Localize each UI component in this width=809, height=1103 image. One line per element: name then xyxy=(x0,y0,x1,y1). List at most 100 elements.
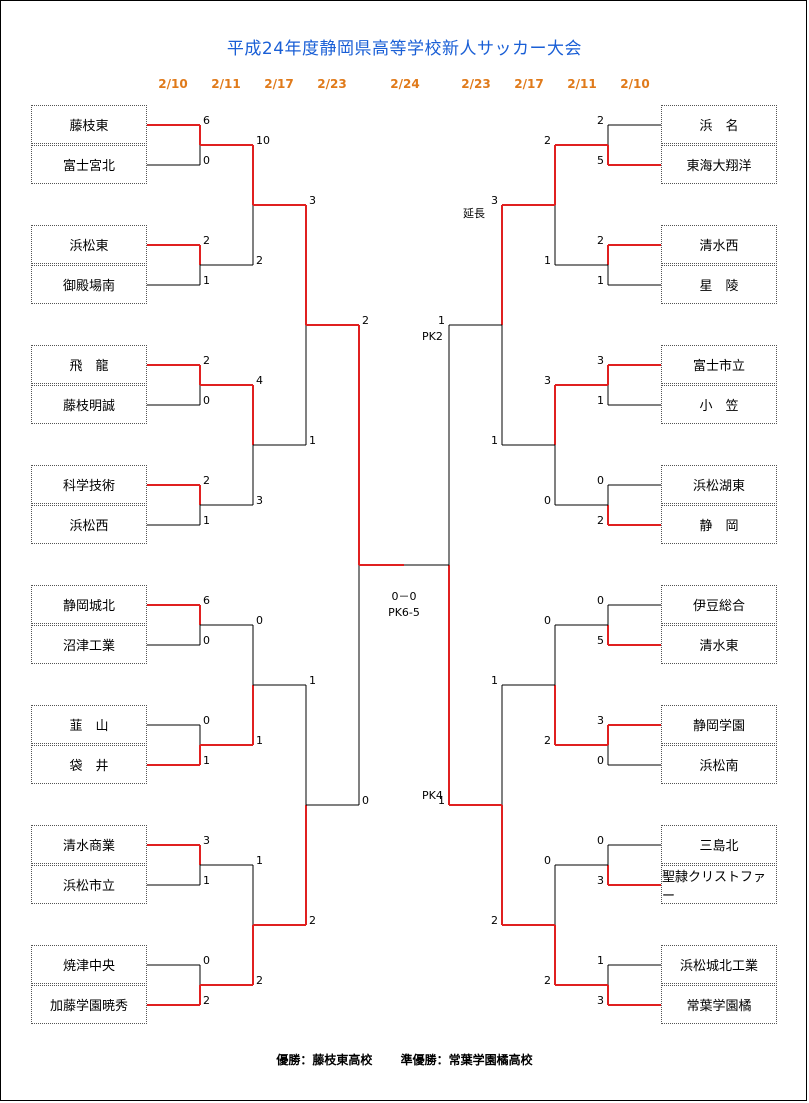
team-box: 清水西 xyxy=(661,225,777,264)
pk-top-note: PK2 xyxy=(422,330,443,343)
match-score: 1 xyxy=(309,434,316,447)
match-score: 0 xyxy=(597,594,604,607)
round-date: 2/17 xyxy=(514,77,544,91)
extra-time-note: 延長 xyxy=(463,207,485,220)
team-box: 静 岡 xyxy=(661,505,777,544)
match-score: 2 xyxy=(597,234,604,247)
team-box: 静岡城北 xyxy=(31,585,147,624)
match-score: 0 xyxy=(597,754,604,767)
match-score: 2 xyxy=(203,354,210,367)
match-score: 3 xyxy=(203,834,210,847)
team-box: 科学技術 xyxy=(31,465,147,504)
page-title: 平成24年度静岡県高等学校新人サッカー大会 xyxy=(226,39,583,59)
team-box: 御殿場南 xyxy=(31,265,147,304)
round-date: 2/24 xyxy=(390,77,420,91)
round-date: 2/11 xyxy=(567,77,597,91)
match-score: 0 xyxy=(597,834,604,847)
match-score: 1 xyxy=(491,674,498,687)
match-score: 3 xyxy=(544,374,551,387)
match-score: 0 xyxy=(544,614,551,627)
match-score: 1 xyxy=(597,274,604,287)
team-box: 星 陵 xyxy=(661,265,777,304)
match-score: 1 xyxy=(203,274,210,287)
match-score: 3 xyxy=(597,354,604,367)
match-score: 0 xyxy=(256,614,263,627)
team-box: 小 笠 xyxy=(661,385,777,424)
match-score: 5 xyxy=(597,634,604,647)
match-score: 5 xyxy=(597,154,604,167)
match-score: 6 xyxy=(203,114,210,127)
team-box: 清水商業 xyxy=(31,825,147,864)
match-score: 3 xyxy=(597,874,604,887)
round-date: 2/23 xyxy=(317,77,347,91)
team-box: 藤枝東 xyxy=(31,105,147,144)
team-box: 伊豆総合 xyxy=(661,585,777,624)
round-date: 2/17 xyxy=(264,77,294,91)
final-score: 0－0 xyxy=(391,590,417,603)
match-score: 2 xyxy=(203,234,210,247)
round-date: 2/23 xyxy=(461,77,491,91)
match-score: 1 xyxy=(203,514,210,527)
match-score: 1 xyxy=(597,954,604,967)
match-score: 0 xyxy=(203,154,210,167)
match-score: 2 xyxy=(362,314,369,327)
team-box: 富士宮北 xyxy=(31,145,147,184)
match-score: 2 xyxy=(544,734,551,747)
team-box: 浜松東 xyxy=(31,225,147,264)
match-score: 0 xyxy=(544,854,551,867)
match-score: 1 xyxy=(256,854,263,867)
match-score: 2 xyxy=(597,514,604,527)
match-score: 0 xyxy=(362,794,369,807)
team-box: 浜松湖東 xyxy=(661,465,777,504)
match-score: 0 xyxy=(203,634,210,647)
team-box: 浜松城北工業 xyxy=(661,945,777,984)
match-score: 0 xyxy=(203,954,210,967)
team-box: 藤枝明誠 xyxy=(31,385,147,424)
match-score: 2 xyxy=(309,914,316,927)
team-box: 常葉学園橘 xyxy=(661,985,777,1024)
team-box: 沼津工業 xyxy=(31,625,147,664)
team-box: 聖隷クリストファー xyxy=(661,865,777,904)
winner-text: 優勝：藤枝東高校 xyxy=(276,1053,373,1067)
match-score: 2 xyxy=(203,994,210,1007)
match-score: 2 xyxy=(256,254,263,267)
team-box: 富士市立 xyxy=(661,345,777,384)
round-date: 2/11 xyxy=(211,77,241,91)
match-score: 4 xyxy=(256,374,263,387)
round-date: 2/10 xyxy=(620,77,650,91)
match-score: 0 xyxy=(544,494,551,507)
team-box: 清水東 xyxy=(661,625,777,664)
match-score: 1 xyxy=(309,674,316,687)
match-score: 2 xyxy=(491,914,498,927)
match-score: 2 xyxy=(256,974,263,987)
match-score: 2 xyxy=(544,134,551,147)
result-footer: 優勝：藤枝東高校 準優勝：常葉学園橘高校 xyxy=(0,1051,809,1068)
match-score: 1 xyxy=(438,314,445,327)
match-score: 1 xyxy=(203,754,210,767)
team-box: 静岡学園 xyxy=(661,705,777,744)
match-score: 3 xyxy=(491,194,498,207)
team-box: 袋 井 xyxy=(31,745,147,784)
match-score: 0 xyxy=(203,394,210,407)
match-score: 2 xyxy=(597,114,604,127)
team-box: 韮 山 xyxy=(31,705,147,744)
team-box: 焼津中央 xyxy=(31,945,147,984)
match-score: 6 xyxy=(203,594,210,607)
match-score: 0 xyxy=(203,714,210,727)
runner-up-text: 準優勝：常葉学園橘高校 xyxy=(400,1053,533,1067)
match-score: 2 xyxy=(203,474,210,487)
match-score: 3 xyxy=(597,994,604,1007)
final-pk: PK6-5 xyxy=(388,606,420,619)
match-score: 10 xyxy=(256,134,270,147)
round-date: 2/10 xyxy=(158,77,188,91)
team-box: 東海大翔洋 xyxy=(661,145,777,184)
match-score: 1 xyxy=(203,874,210,887)
team-box: 浜松市立 xyxy=(31,865,147,904)
match-score: 1 xyxy=(544,254,551,267)
match-score: 1 xyxy=(256,734,263,747)
team-box: 三島北 xyxy=(661,825,777,864)
match-score: 2 xyxy=(544,974,551,987)
team-box: 飛 龍 xyxy=(31,345,147,384)
team-box: 加藤学園暁秀 xyxy=(31,985,147,1024)
